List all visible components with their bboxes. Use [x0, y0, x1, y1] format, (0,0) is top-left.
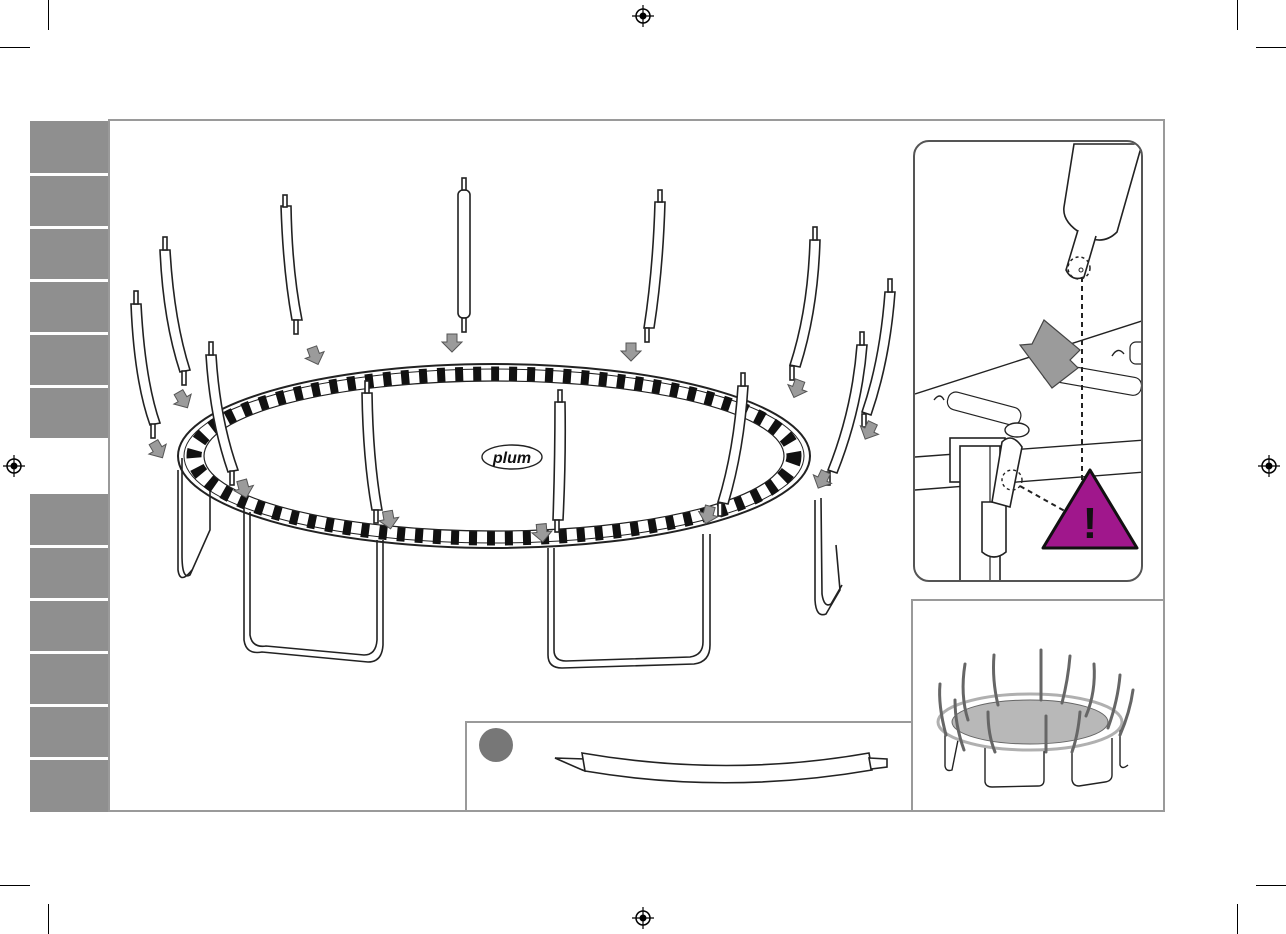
section-tab — [30, 121, 108, 173]
plum-logo: plum — [482, 445, 542, 469]
pole — [458, 178, 470, 332]
section-tab — [30, 707, 108, 757]
pole — [281, 195, 302, 334]
pole — [826, 332, 867, 485]
arrow-down-icon — [442, 334, 462, 352]
pole — [131, 291, 160, 438]
crop-mark — [1256, 47, 1286, 48]
part-badge — [479, 728, 513, 762]
crop-mark — [48, 0, 49, 30]
section-tab — [30, 760, 108, 812]
arrow-down-icon — [856, 419, 882, 444]
section-tab — [30, 229, 108, 279]
registration-mark-icon — [1258, 455, 1280, 477]
pole — [644, 190, 665, 342]
registration-mark-icon — [632, 5, 654, 27]
section-tab — [30, 176, 108, 226]
pole — [553, 390, 565, 532]
registration-mark-icon — [3, 455, 25, 477]
foam-sleeve-part — [555, 753, 887, 783]
arrow-down-icon — [170, 387, 196, 413]
crop-mark — [0, 47, 30, 48]
warning-icon: ! — [1043, 470, 1137, 548]
detail-illustration: ! — [915, 142, 1143, 582]
section-tab — [30, 388, 108, 438]
svg-text:plum: plum — [492, 450, 531, 467]
section-tab — [30, 654, 108, 704]
arrow-down-icon — [621, 343, 641, 361]
section-tab — [30, 548, 108, 598]
section-tab — [30, 282, 108, 332]
crop-mark — [1237, 0, 1238, 30]
preview-illustration — [913, 601, 1163, 810]
section-tab — [30, 494, 108, 545]
section-tab — [30, 601, 108, 651]
arrow-down-icon — [303, 344, 328, 368]
detail-inset: ! — [913, 140, 1143, 582]
preview-mat — [952, 700, 1108, 744]
crop-mark — [48, 904, 49, 934]
arrow-down-icon — [145, 437, 171, 463]
pole — [160, 237, 190, 385]
crop-mark — [1237, 904, 1238, 934]
crop-mark — [0, 885, 30, 886]
pole — [790, 227, 820, 380]
section-tab — [30, 335, 108, 385]
main-illustration: plum — [110, 121, 910, 721]
arrow-down-icon — [785, 377, 810, 401]
svg-text:!: ! — [1083, 499, 1098, 548]
part-callout — [467, 723, 910, 810]
crop-mark — [1256, 885, 1286, 886]
registration-mark-icon — [632, 907, 654, 929]
